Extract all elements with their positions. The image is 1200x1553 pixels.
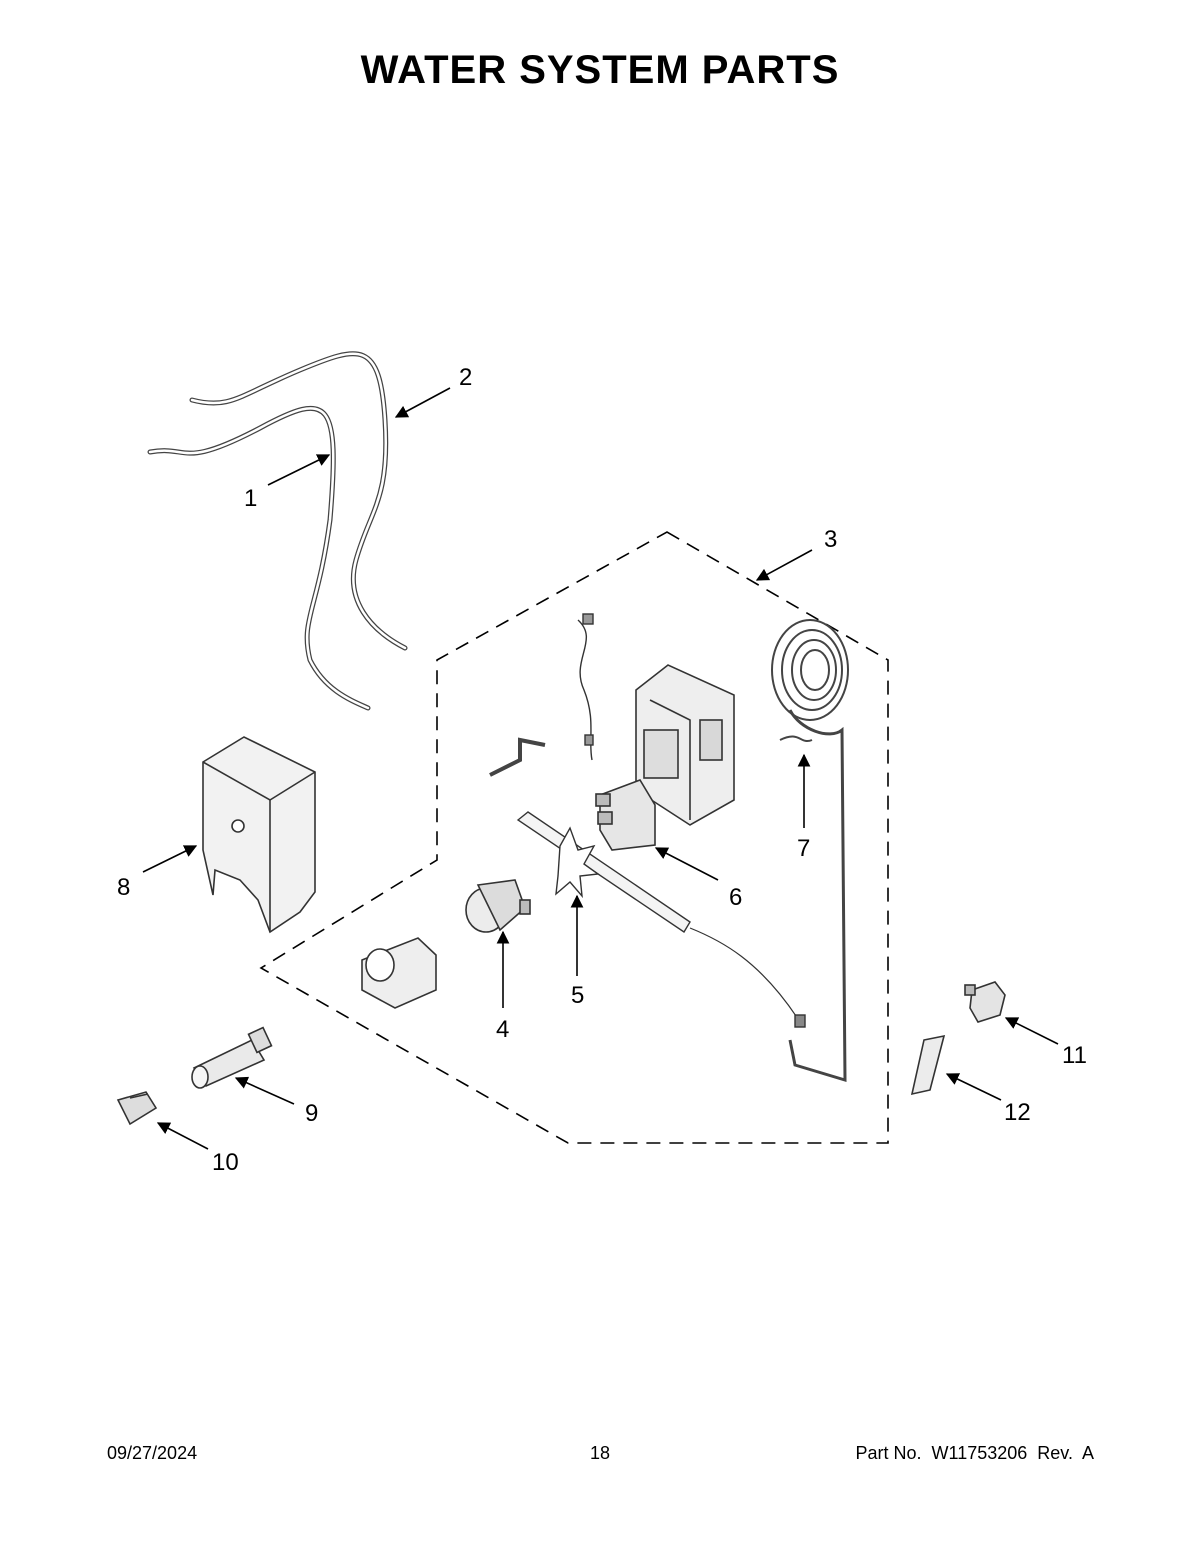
part-8-cover: [202, 736, 316, 934]
callout-9: 9: [305, 1100, 318, 1127]
callout-8: 8: [117, 874, 130, 901]
callout-10: 10: [212, 1149, 239, 1176]
wire-harness: [577, 613, 594, 761]
callout-4: 4: [496, 1016, 509, 1043]
page-title: WATER SYSTEM PARTS: [360, 48, 840, 92]
callout-6: 6: [729, 884, 742, 911]
part-12-sleeve: [910, 1034, 946, 1096]
part-2-water-tube: [189, 351, 408, 651]
footer-part-number: Part No. W11753206 Rev. A: [855, 1443, 1094, 1463]
callout-12: 12: [1004, 1099, 1031, 1126]
connector-tube: [489, 737, 546, 777]
valve-bracket: [361, 937, 437, 1009]
part-9-filter: [191, 1026, 273, 1089]
callout-1: 1: [244, 485, 257, 512]
leader-arrows: [142, 387, 1059, 1150]
footer-page-number: 18: [589, 1443, 611, 1463]
part-4-valve: [465, 879, 531, 933]
callout-3: 3: [824, 526, 837, 553]
callout-5: 5: [571, 982, 584, 1009]
dispenser-housing: [635, 664, 735, 826]
part-10-cap: [116, 1091, 158, 1126]
callout-7: 7: [797, 835, 810, 862]
part-1-water-tube: [147, 405, 371, 711]
assembly-boundary: [259, 531, 889, 1144]
part-11-fitting: [964, 981, 1006, 1023]
part-7-coiled-tube: [771, 619, 849, 1083]
footer-date: 09/27/2024: [107, 1443, 198, 1463]
callout-2: 2: [459, 364, 472, 391]
part-5-heater-strip: [516, 811, 806, 1028]
callout-11: 11: [1062, 1042, 1087, 1069]
part-6-water-valve: [595, 779, 656, 851]
